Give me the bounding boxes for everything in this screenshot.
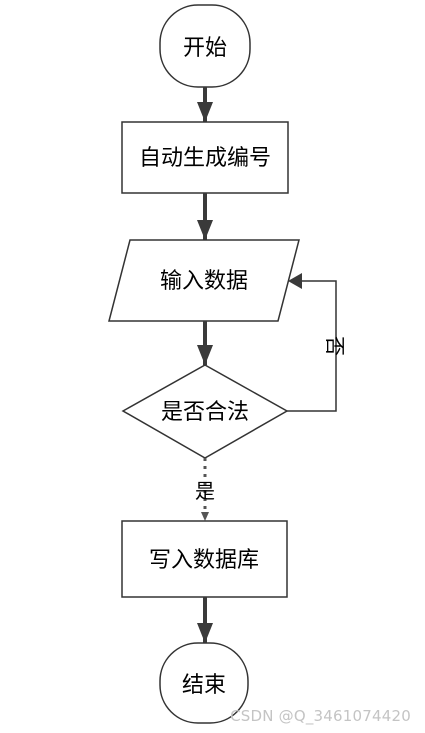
write-db-node: 写入数据库 (121, 520, 288, 598)
arrow-generate-to-input (197, 193, 213, 240)
no-edge-label: 否 (323, 336, 347, 356)
csdn-watermark: CSDN @Q_3461074420 (230, 707, 411, 725)
validity-decision-node: 是否合法 (121, 364, 289, 459)
generate-id-label: 自动生成编号 (139, 146, 271, 171)
yes-edge-label: 是 (195, 479, 215, 503)
end-node: 结束 (159, 642, 249, 724)
end-label: 结束 (182, 673, 226, 698)
input-data-node: 输入数据 (108, 239, 300, 322)
arrow-start-to-generate (197, 87, 213, 122)
arrow-yes-to-write (201, 458, 209, 521)
arrow-input-to-decision (197, 321, 213, 365)
validity-decision-label: 是否合法 (161, 400, 249, 425)
write-db-label: 写入数据库 (149, 548, 259, 573)
start-label: 开始 (183, 36, 227, 61)
arrow-no-loop (287, 273, 337, 412)
input-data-label: 输入数据 (160, 269, 248, 294)
generate-id-node: 自动生成编号 (121, 121, 289, 194)
start-node: 开始 (159, 4, 251, 88)
arrow-write-to-end (197, 597, 213, 643)
